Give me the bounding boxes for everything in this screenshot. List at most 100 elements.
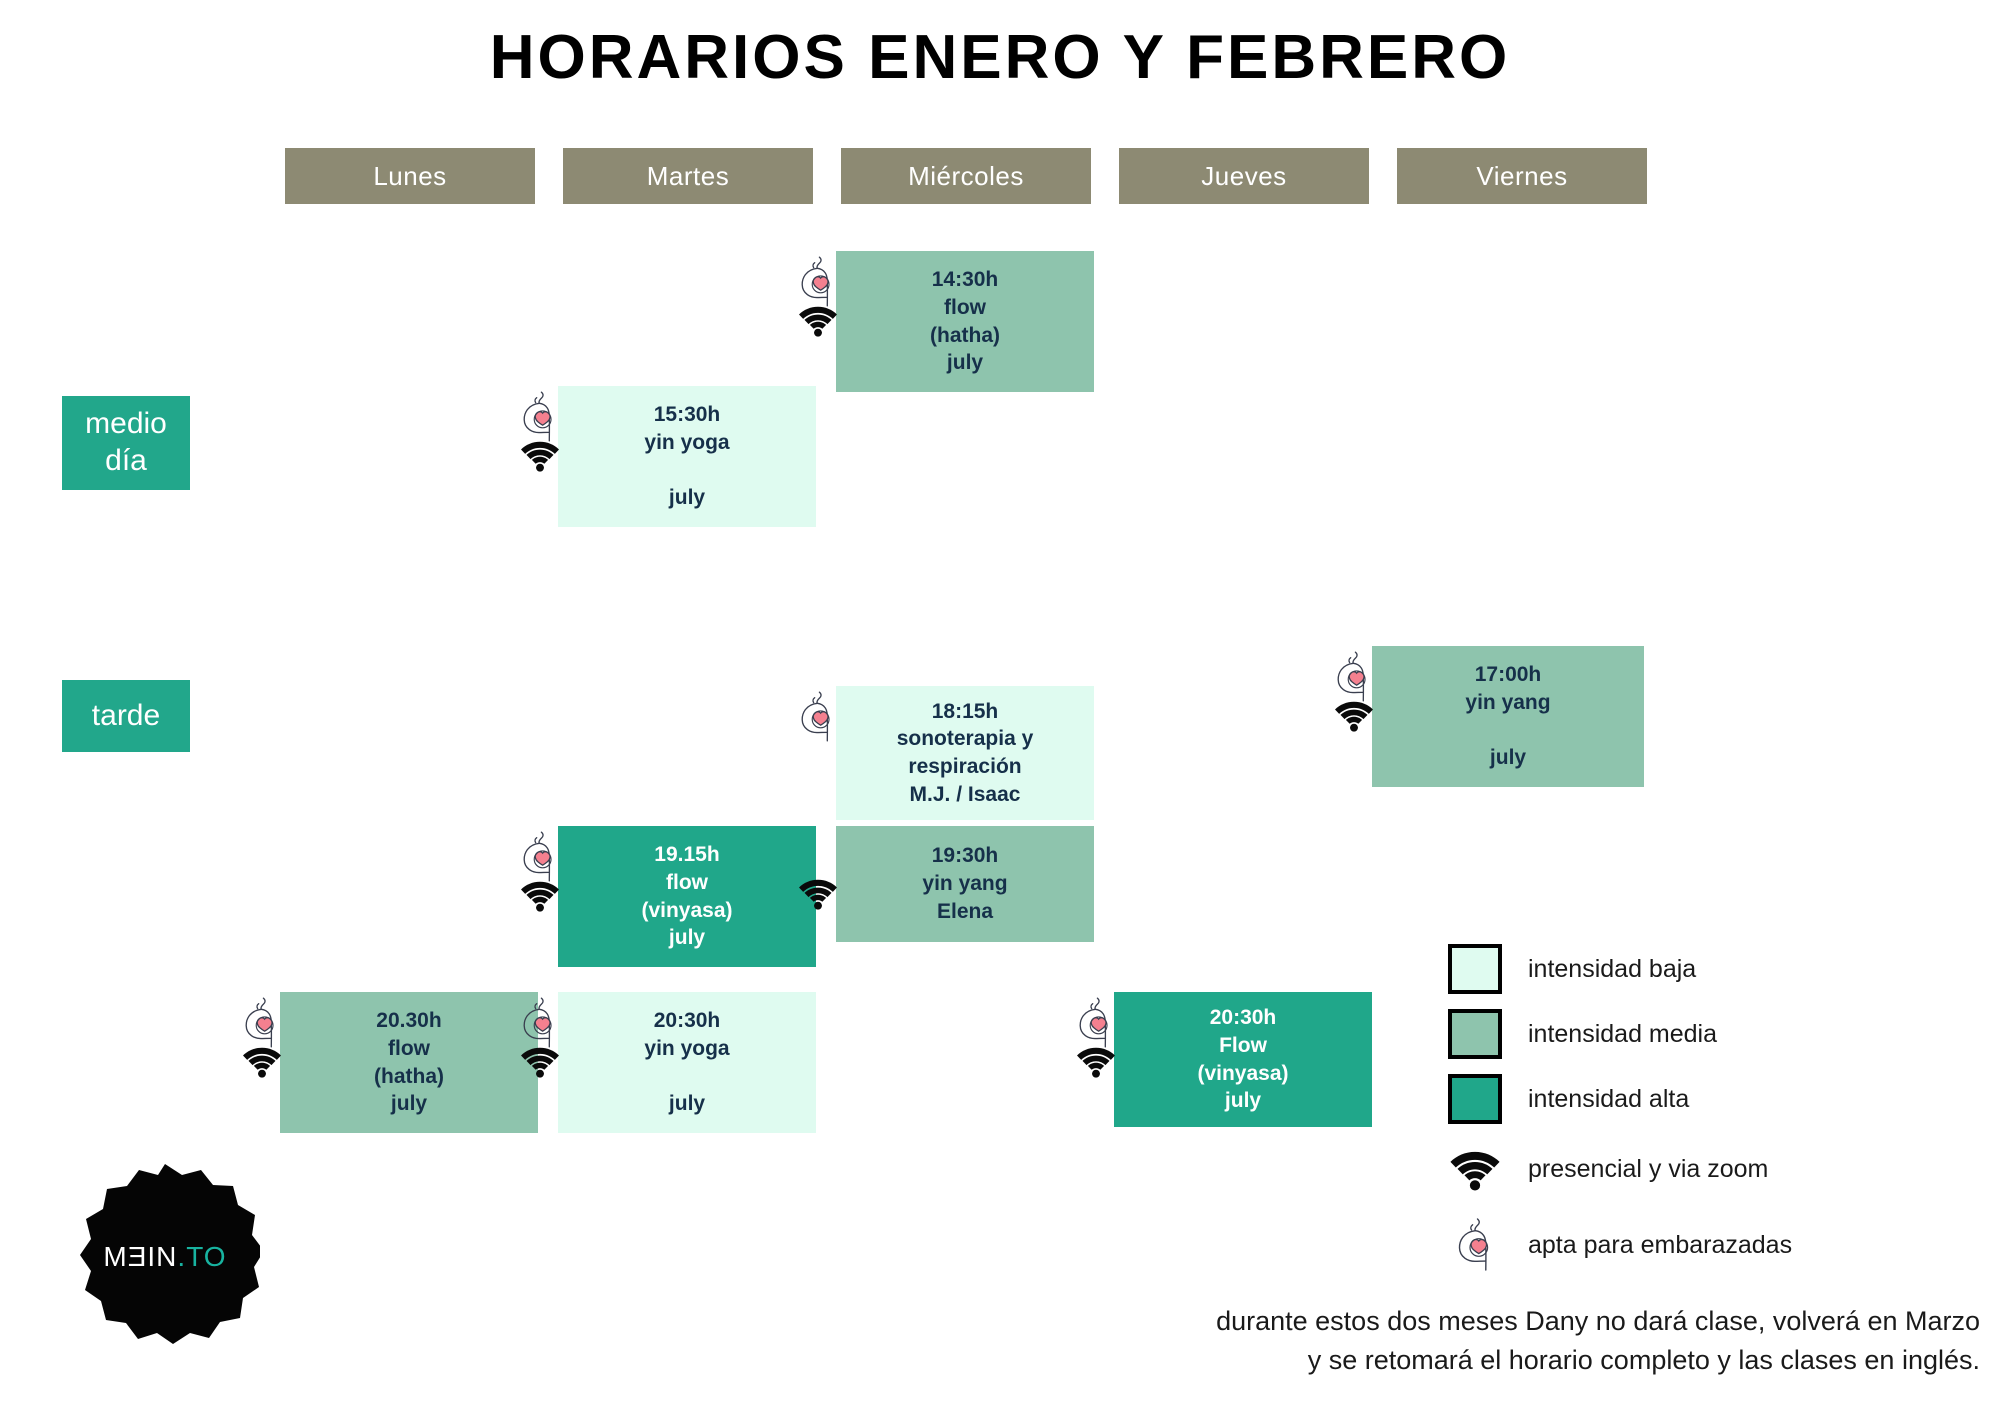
wifi-icon <box>1335 701 1373 732</box>
legend-swatch-low <box>1448 944 1502 994</box>
day-header-label: Viernes <box>1476 160 1568 191</box>
class-detail-line: (vinyasa) <box>641 898 733 922</box>
class-detail-line: respiración <box>908 755 1022 778</box>
class-detail-line: july <box>1224 1089 1262 1113</box>
class-detail-line: (hatha) <box>930 323 1000 347</box>
footer-line-1: durante estos dos meses Dany no dará cla… <box>1216 1306 1980 1336</box>
class-detail-line: Elena <box>936 899 994 923</box>
period-line: medio <box>85 407 167 441</box>
legend-icon-wrap <box>1448 1142 1502 1196</box>
legend-swatch-medium <box>1448 1009 1502 1059</box>
day-header-1[interactable]: Lunes <box>285 148 535 204</box>
pregnancy-icon <box>245 997 274 1048</box>
pregnancy-icon <box>801 691 830 742</box>
class-detail-line: july <box>1489 745 1527 769</box>
class-detail-line: flow <box>944 295 986 319</box>
legend-row-icon: apta para embarazadas <box>1448 1209 1988 1281</box>
class-icons <box>240 996 284 1088</box>
period-line: día <box>105 444 147 477</box>
class-icons <box>518 390 562 482</box>
wifi-icon <box>1450 1151 1500 1191</box>
class-time: 20:30h <box>653 1009 721 1033</box>
logo-part1: MƎIN <box>103 1241 178 1272</box>
logo-part2: TO <box>186 1241 227 1272</box>
footer-note: durante estos dos meses Dany no dará cla… <box>900 1302 1980 1380</box>
pregnancy-icon <box>1337 651 1366 702</box>
class-time: 15:30h <box>653 403 721 427</box>
logo-dot: . <box>177 1241 187 1272</box>
pregnancy-icon <box>801 256 830 307</box>
legend-label: presencial y via zoom <box>1528 1154 1769 1183</box>
class-block[interactable]: 19.15h flow (vinyasa) july <box>521 826 816 967</box>
class-detail-line: sonoterapia y <box>896 727 1034 751</box>
class-time: 14:30h <box>931 268 999 292</box>
wifi-icon <box>799 306 837 337</box>
class-detail-line: flow <box>666 870 708 894</box>
day-header-4[interactable]: Jueves <box>1119 148 1369 204</box>
legend-icon-wrap <box>1448 1218 1502 1272</box>
class-detail-line: july <box>668 1091 706 1115</box>
legend-row-intensity: intensidad baja <box>1448 938 1988 1000</box>
legend-row-icon: presencial y via zoom <box>1448 1133 1988 1205</box>
day-header-label: Jueves <box>1201 160 1287 191</box>
day-header-3[interactable]: Miércoles <box>841 148 1091 204</box>
day-header-label: Lunes <box>373 160 447 191</box>
class-detail-line: Flow <box>1219 1033 1267 1057</box>
wifi-icon <box>521 441 559 472</box>
day-header-row: Lunes Martes Miércoles Jueves Viernes <box>0 148 2000 204</box>
logo-wordmark: MƎIN.TO <box>70 1162 260 1352</box>
brand-logo: MƎIN.TO <box>70 1162 264 1352</box>
legend-row-intensity: intensidad alta <box>1448 1068 1988 1130</box>
day-header-label: Martes <box>646 160 730 191</box>
class-detail-line: flow <box>388 1036 430 1060</box>
class-detail-line: yin yang <box>922 872 1008 896</box>
class-icons <box>1074 996 1118 1088</box>
class-detail-line: yin yang <box>1465 691 1551 715</box>
legend-label: apta para embarazadas <box>1528 1230 1793 1259</box>
class-time: 19:30h <box>931 844 999 868</box>
class-time: 20:30h <box>1209 1006 1277 1030</box>
class-time: 19.15h <box>654 843 720 867</box>
class-icons <box>518 830 562 922</box>
legend-label: intensidad alta <box>1528 1084 1690 1113</box>
class-icons <box>796 690 840 782</box>
class-detail-line: M.J. / Isaac <box>909 782 1021 806</box>
class-detail-line: (hatha) <box>374 1064 444 1088</box>
class-detail-line: july <box>390 1092 428 1116</box>
page-title: HORARIOS ENERO Y FEBRERO <box>489 23 1511 92</box>
class-block[interactable]: 15:30h yin yoga july <box>521 386 816 527</box>
pregnancy-icon <box>523 831 552 882</box>
class-icons <box>796 255 840 347</box>
legend-label: intensidad media <box>1528 1019 1718 1048</box>
class-block[interactable]: 17:00h yin yang july <box>1335 646 1644 787</box>
class-detail-line: july <box>946 351 984 375</box>
class-block[interactable]: 14:30h flow (hatha) july <box>799 251 1094 392</box>
class-detail-line: july <box>668 926 706 950</box>
legend-row-intensity: intensidad media <box>1448 1003 1988 1065</box>
class-icons <box>1332 650 1376 742</box>
legend-swatch-high <box>1448 1074 1502 1124</box>
pregnancy-icon <box>1458 1218 1489 1271</box>
class-time: 18:15h <box>931 699 999 723</box>
logo-badge-icon <box>80 1164 264 1344</box>
period-line: tarde <box>91 698 161 732</box>
class-detail-line: (vinyasa) <box>1197 1061 1289 1085</box>
wifi-icon <box>1077 1047 1115 1078</box>
wifi-icon <box>243 1047 281 1078</box>
class-detail-line: yin yoga <box>644 431 730 455</box>
day-header-2[interactable]: Martes <box>563 148 813 204</box>
legend: intensidad baja intensidad media intensida… <box>1448 938 1988 1281</box>
wifi-icon <box>521 881 559 912</box>
pregnancy-icon <box>523 391 552 442</box>
class-detail-line: july <box>668 485 706 509</box>
class-time: 17:00h <box>1474 663 1542 687</box>
day-header-5[interactable]: Viernes <box>1397 148 1647 204</box>
legend-label: intensidad baja <box>1528 954 1697 983</box>
day-header-label: Miércoles <box>908 160 1024 191</box>
